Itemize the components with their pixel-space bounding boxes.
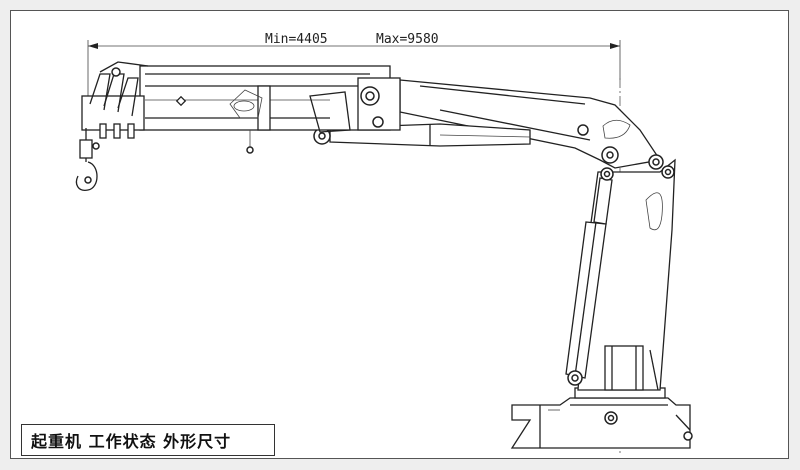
boom-tip xyxy=(81,61,149,139)
telescopic-boom xyxy=(139,65,401,154)
crane-base xyxy=(510,387,693,449)
main-cylinder xyxy=(565,177,613,386)
min-dimension-label: Min=4405 xyxy=(265,32,328,47)
inner-boom xyxy=(399,79,675,181)
figure-caption: 起重机 工作状态 外形尺寸 xyxy=(21,424,275,456)
max-dimension-label: Max=9580 xyxy=(376,32,439,47)
crane-hook xyxy=(75,128,100,191)
dimension-line: Min=4405 Max=9580 xyxy=(87,32,621,120)
